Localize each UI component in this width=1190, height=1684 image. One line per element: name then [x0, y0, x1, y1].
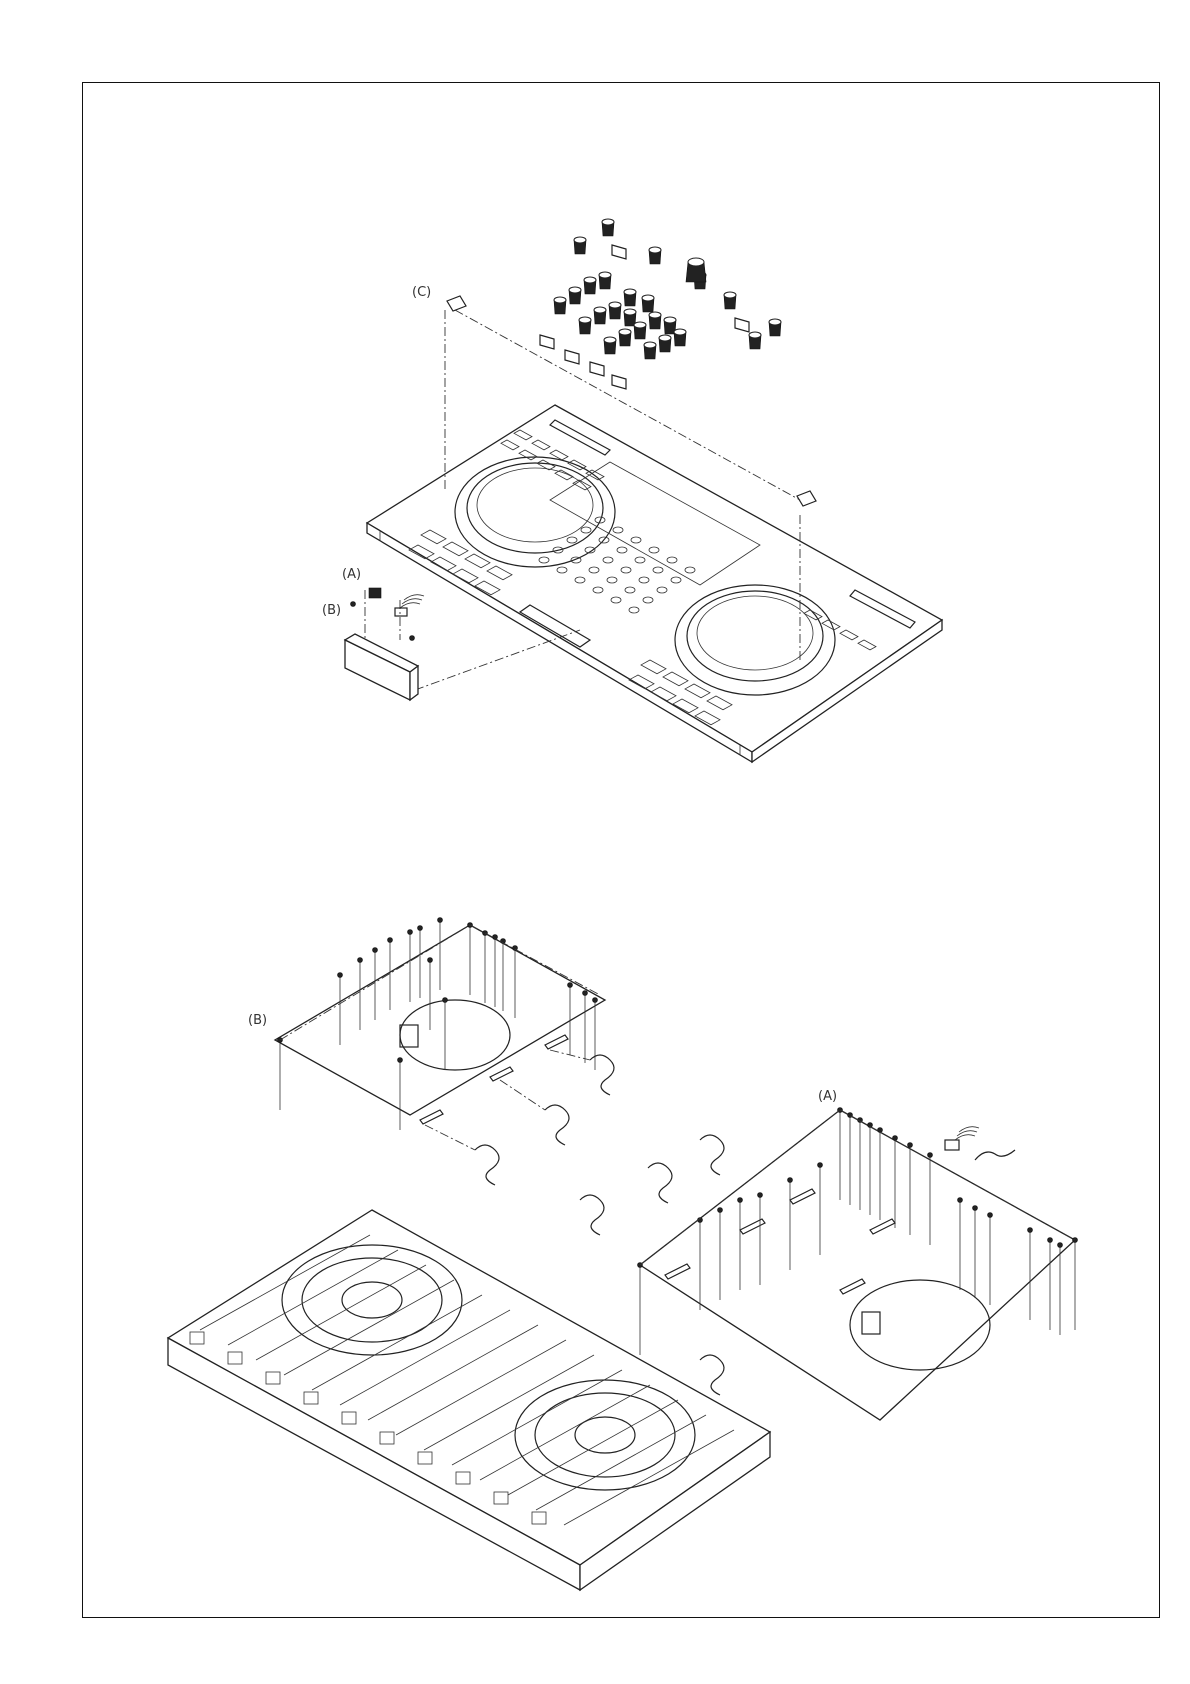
pcb-board-a [640, 1110, 1075, 1420]
fader-cap [590, 362, 604, 376]
knob [602, 219, 614, 236]
callout-a-top: (A) [342, 567, 361, 582]
knob [659, 335, 671, 352]
knob [649, 247, 661, 264]
connector-a [945, 1140, 959, 1150]
knob [584, 277, 596, 294]
callout-b-bottom: (B) [248, 1013, 267, 1028]
callout-a-bottom: (A) [818, 1089, 837, 1104]
knob [769, 319, 781, 336]
knob [554, 297, 566, 314]
top-panel [367, 405, 942, 762]
callout-b-top: (B) [322, 603, 341, 618]
callout-c-top: (C) [412, 285, 431, 300]
knob [574, 237, 586, 254]
knob [749, 332, 761, 349]
fader-cap [540, 335, 554, 349]
knob [724, 292, 736, 309]
fader-cap [735, 318, 749, 332]
knob-cluster [540, 219, 781, 389]
fader-cap [612, 245, 626, 259]
fader-cap [612, 375, 626, 389]
knob [619, 329, 631, 346]
knob [579, 317, 591, 334]
cap-c-right [797, 491, 816, 506]
knob [642, 295, 654, 312]
part-a-chip [369, 588, 381, 598]
knob [624, 289, 636, 306]
sub-bracket [345, 588, 424, 700]
knob [609, 302, 621, 319]
cap-c-left [447, 296, 466, 311]
knob [599, 272, 611, 289]
knob [604, 337, 616, 354]
knob [634, 322, 646, 339]
knob [649, 312, 661, 329]
knob [644, 342, 656, 359]
knob [674, 329, 686, 346]
knob [569, 287, 581, 304]
fader-cap [565, 350, 579, 364]
knob [594, 307, 606, 324]
